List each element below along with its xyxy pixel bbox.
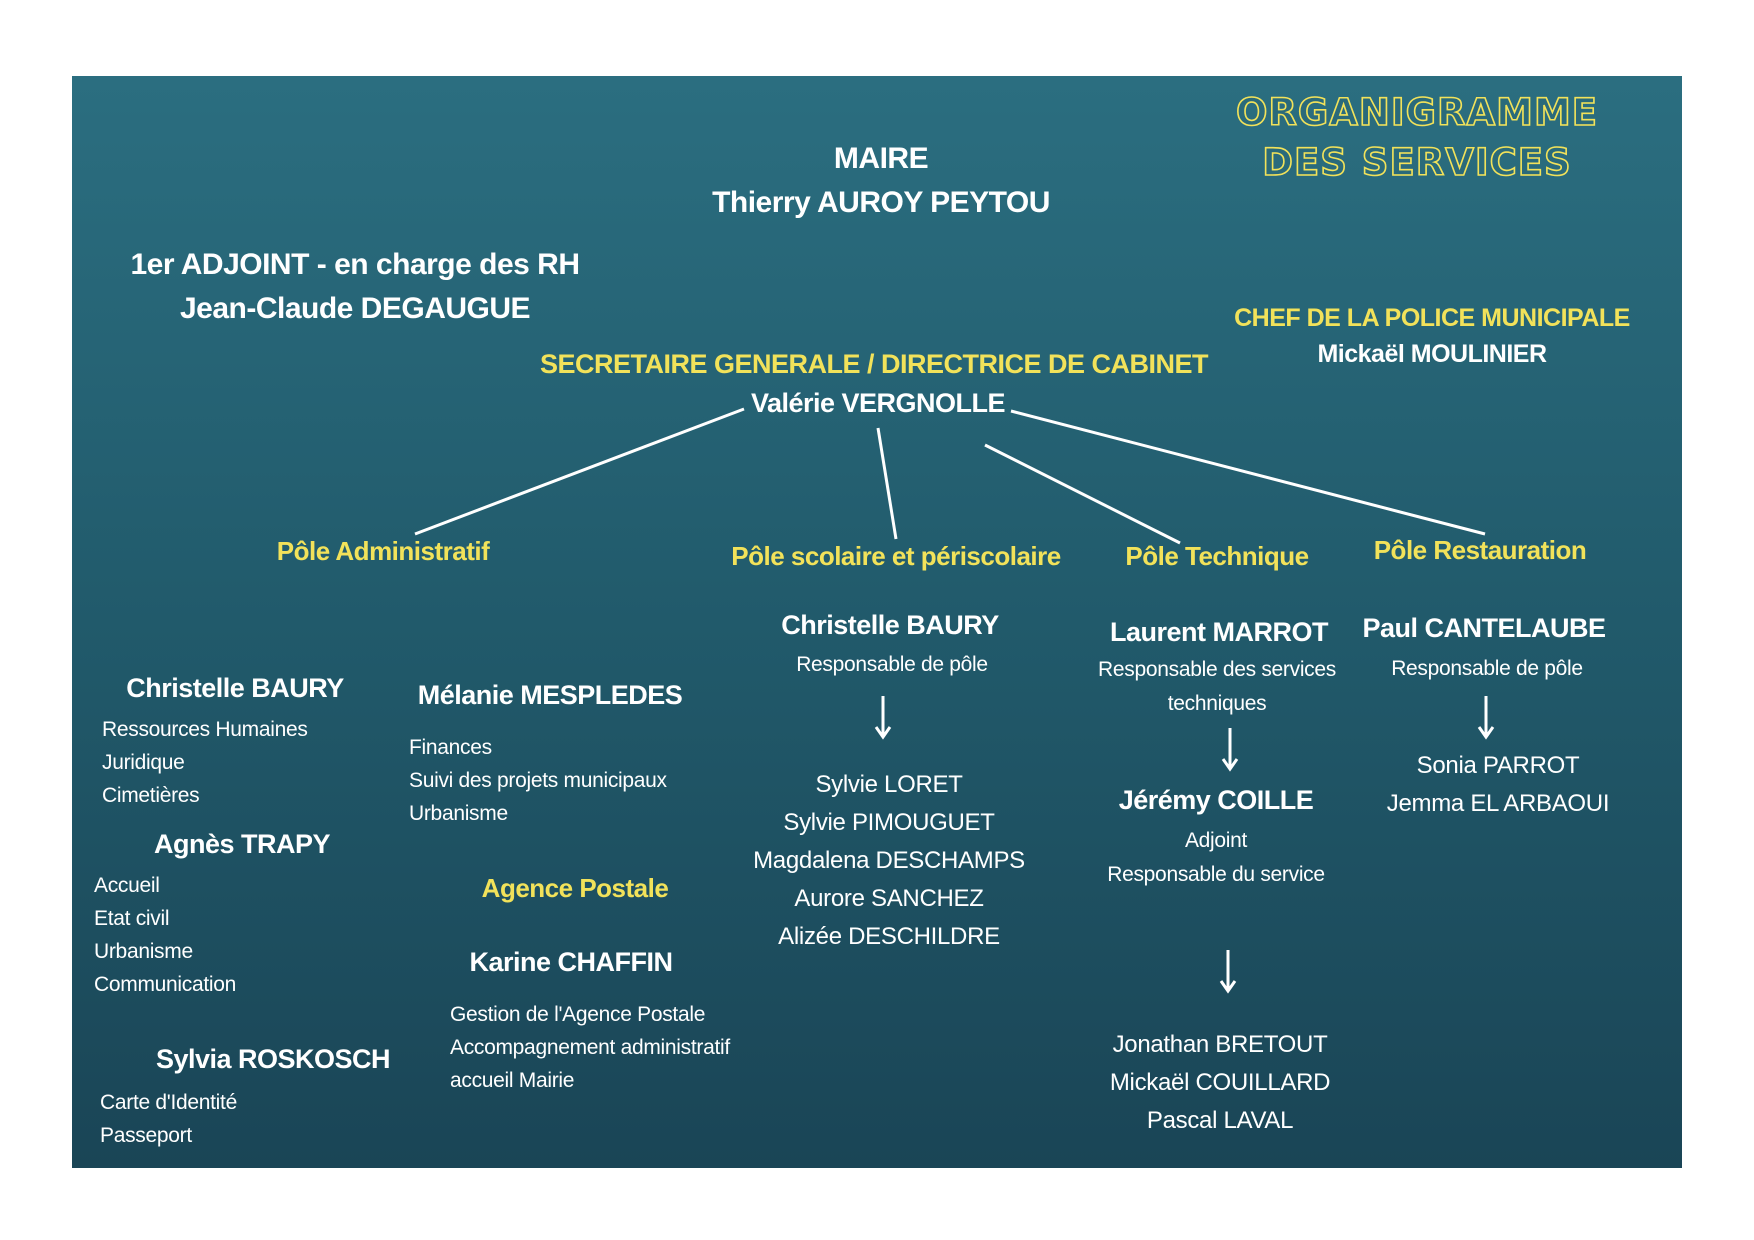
scolaire-lead-role: Responsable de pôle xyxy=(796,653,988,676)
restauration-lead-name: Paul CANTELAUBE xyxy=(1362,613,1606,643)
arrow-down-icon xyxy=(874,696,892,740)
list-item: Urbanisme xyxy=(94,940,193,963)
arrow-down-icon xyxy=(1219,950,1237,994)
list-item: Jemma EL ARBAOUI xyxy=(1386,790,1610,817)
list-item: Ressources Humaines xyxy=(102,718,308,741)
list-item: Sylvie LORET xyxy=(815,771,963,798)
list-item: Mickaël COUILLARD xyxy=(1109,1069,1331,1096)
agence-postale-label: Agence Postale xyxy=(481,873,669,903)
technique-lead-role: techniques xyxy=(1167,692,1267,715)
connector-technique xyxy=(984,443,1181,545)
admin-person-name: Sylvia ROSKOSCH xyxy=(155,1044,391,1074)
agence-task-list: Gestion de l'Agence Postale Accompagneme… xyxy=(450,998,730,1097)
list-item: Magdalena DESCHAMPS xyxy=(753,847,1025,874)
list-item: Urbanisme xyxy=(409,802,508,825)
list-item: Carte d'Identité xyxy=(100,1091,237,1114)
admin-task-list: Carte d'Identité Passeport xyxy=(100,1086,237,1152)
admin-task-list: Ressources Humaines Juridique Cimetières xyxy=(102,713,308,812)
technique-lead-name: Laurent MARROT xyxy=(1110,617,1329,647)
list-item: Finances xyxy=(409,736,492,759)
list-item: Gestion de l'Agence Postale xyxy=(450,1003,706,1026)
list-item: Cimetières xyxy=(102,784,200,807)
secretaire-name: Valérie VERGNOLLE xyxy=(750,388,1006,418)
technique-adjoint-role: Adjoint xyxy=(1184,829,1248,852)
admin-person-name: Christelle BAURY xyxy=(126,673,344,703)
list-item: Communication xyxy=(94,973,236,996)
police-name: Mickaël MOULINIER xyxy=(1317,340,1547,368)
restauration-members: Sonia PARROT Jemma EL ARBAOUI xyxy=(1386,747,1610,823)
list-item: Jonathan BRETOUT xyxy=(1112,1031,1328,1058)
maire-name: Thierry AUROY PEYTOU xyxy=(712,186,1050,219)
restauration-lead-role: Responsable de pôle xyxy=(1391,657,1583,680)
org-chart-panel: ORGANIGRAMME DES SERVICES MAIRE Thierry … xyxy=(72,76,1682,1168)
list-item: Aurore SANCHEZ xyxy=(794,885,984,912)
adjoint-name: Jean-Claude DEGAUGUE xyxy=(179,292,531,325)
list-item: Etat civil xyxy=(94,907,170,930)
list-item: Alizée DESCHILDRE xyxy=(778,923,1000,950)
page-title: ORGANIGRAMME DES SERVICES xyxy=(1235,90,1599,185)
technique-members: Jonathan BRETOUT Mickaël COUILLARD Pasca… xyxy=(1109,1026,1331,1140)
technique-lead-role: Responsable des services xyxy=(1098,658,1336,681)
pole-technique-label: Pôle Technique xyxy=(1125,541,1309,571)
list-item: Suivi des projets municipaux xyxy=(409,769,667,792)
admin-task-list: Finances Suivi des projets municipaux Ur… xyxy=(409,731,667,830)
connector-scolaire xyxy=(876,427,898,540)
scolaire-lead-name: Christelle BAURY xyxy=(781,610,999,640)
maire-role: MAIRE xyxy=(833,142,929,175)
scolaire-members: Sylvie LORET Sylvie PIMOUGUET Magdalena … xyxy=(753,766,1025,956)
list-item: Accompagnement administratif xyxy=(450,1036,730,1059)
agence-name: Karine CHAFFIN xyxy=(469,947,673,977)
admin-person-name: Agnès TRAPY xyxy=(153,829,331,859)
connector-lines xyxy=(414,407,1486,545)
police-role: CHEF DE LA POLICE MUNICIPALE xyxy=(1234,304,1630,332)
pole-scolaire-label: Pôle scolaire et périscolaire xyxy=(731,541,1061,571)
technique-adjoint-name: Jérémy COILLE xyxy=(1118,785,1314,815)
connector-restauration xyxy=(1010,409,1486,536)
list-item: Sylvie PIMOUGUET xyxy=(783,809,995,836)
adjoint-role: 1er ADJOINT - en charge des RH xyxy=(130,248,580,281)
arrow-down-icon xyxy=(1477,696,1495,740)
admin-person-name: Mélanie MESPLEDES xyxy=(417,680,683,710)
arrow-down-icon xyxy=(1221,728,1239,772)
pole-restauration-label: Pôle Restauration xyxy=(1373,535,1587,565)
pole-administratif-label: Pôle Administratif xyxy=(276,536,490,566)
list-item: accueil Mairie xyxy=(450,1069,575,1092)
admin-task-list: Accueil Etat civil Urbanisme Communicati… xyxy=(94,869,236,1001)
list-item: Accueil xyxy=(94,874,160,897)
list-item: Sonia PARROT xyxy=(1416,752,1580,779)
list-item: Passeport xyxy=(100,1124,192,1147)
list-item: Pascal LAVAL xyxy=(1146,1107,1294,1134)
list-item: Juridique xyxy=(102,751,185,774)
secretaire-role: SECRETAIRE GENERALE / DIRECTRICE DE CABI… xyxy=(539,349,1209,379)
connector-administratif xyxy=(414,407,745,536)
technique-adjoint-role: Responsable du service xyxy=(1107,863,1325,886)
